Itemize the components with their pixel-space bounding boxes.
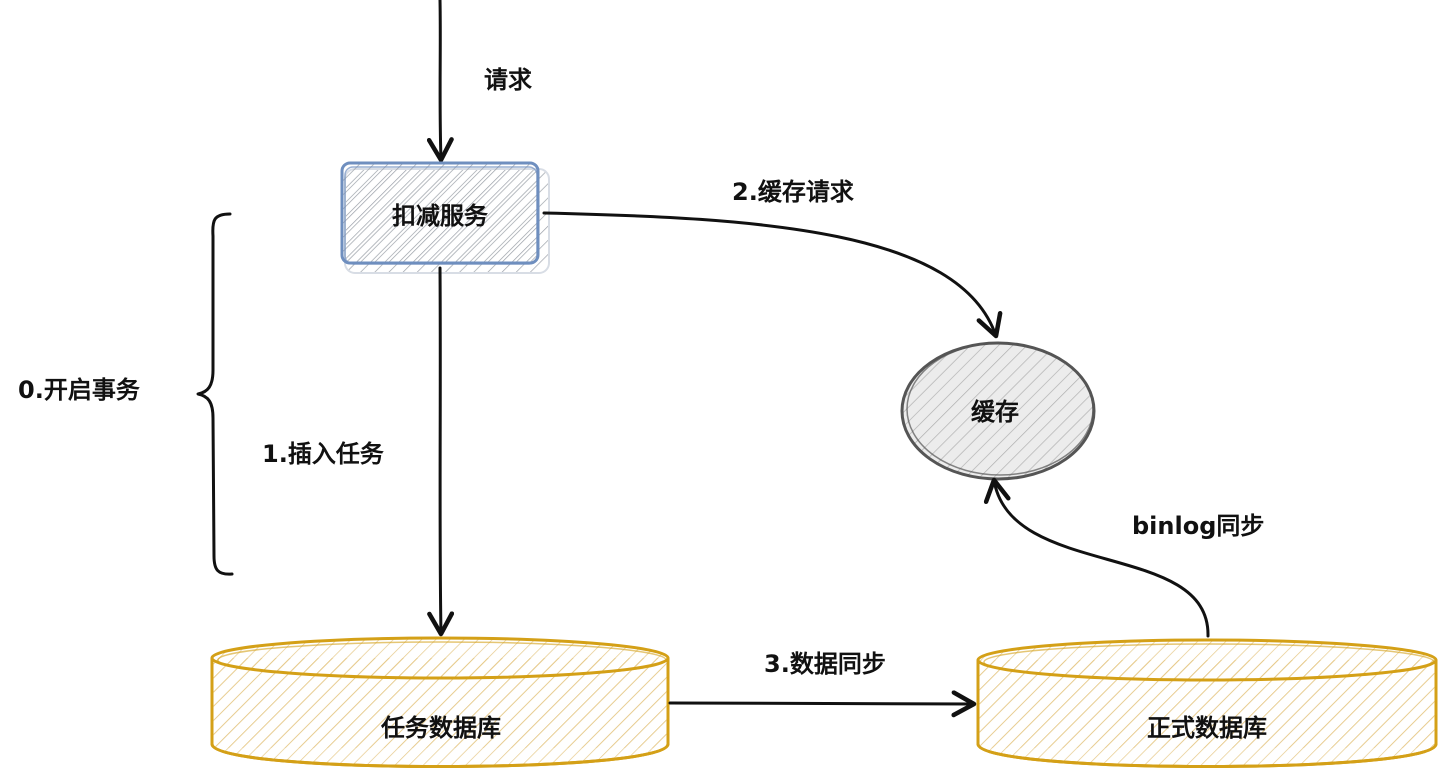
request-arrow <box>426 0 454 163</box>
binlog-sync-arrow <box>983 477 1210 638</box>
task-db-label: 任务数据库 <box>380 714 501 742</box>
transaction-label: 0.开启事务 <box>18 376 141 404</box>
transaction-brace <box>196 212 234 576</box>
cache-request-label: 2.缓存请求 <box>732 178 854 206</box>
cache-label: 缓存 <box>971 398 1019 426</box>
data-sync-label: 3.数据同步 <box>764 650 886 678</box>
data-sync-arrow <box>668 690 977 718</box>
request-label: 请求 <box>484 66 532 94</box>
deduct-service-node: 扣减服务 <box>340 161 550 274</box>
deduct-service-label: 扣减服务 <box>392 202 489 230</box>
binlog-sync-label: binlog同步 <box>1132 512 1264 540</box>
prod-db-node: 正式数据库 <box>976 638 1438 768</box>
prod-db-label: 正式数据库 <box>1147 714 1267 742</box>
task-db-node: 任务数据库 <box>210 636 670 768</box>
cache-node: 缓存 <box>900 341 1096 481</box>
insert-task-arrow <box>427 266 455 637</box>
cache-request-arrow <box>542 211 1003 339</box>
insert-task-label: 1.插入任务 <box>262 440 385 468</box>
